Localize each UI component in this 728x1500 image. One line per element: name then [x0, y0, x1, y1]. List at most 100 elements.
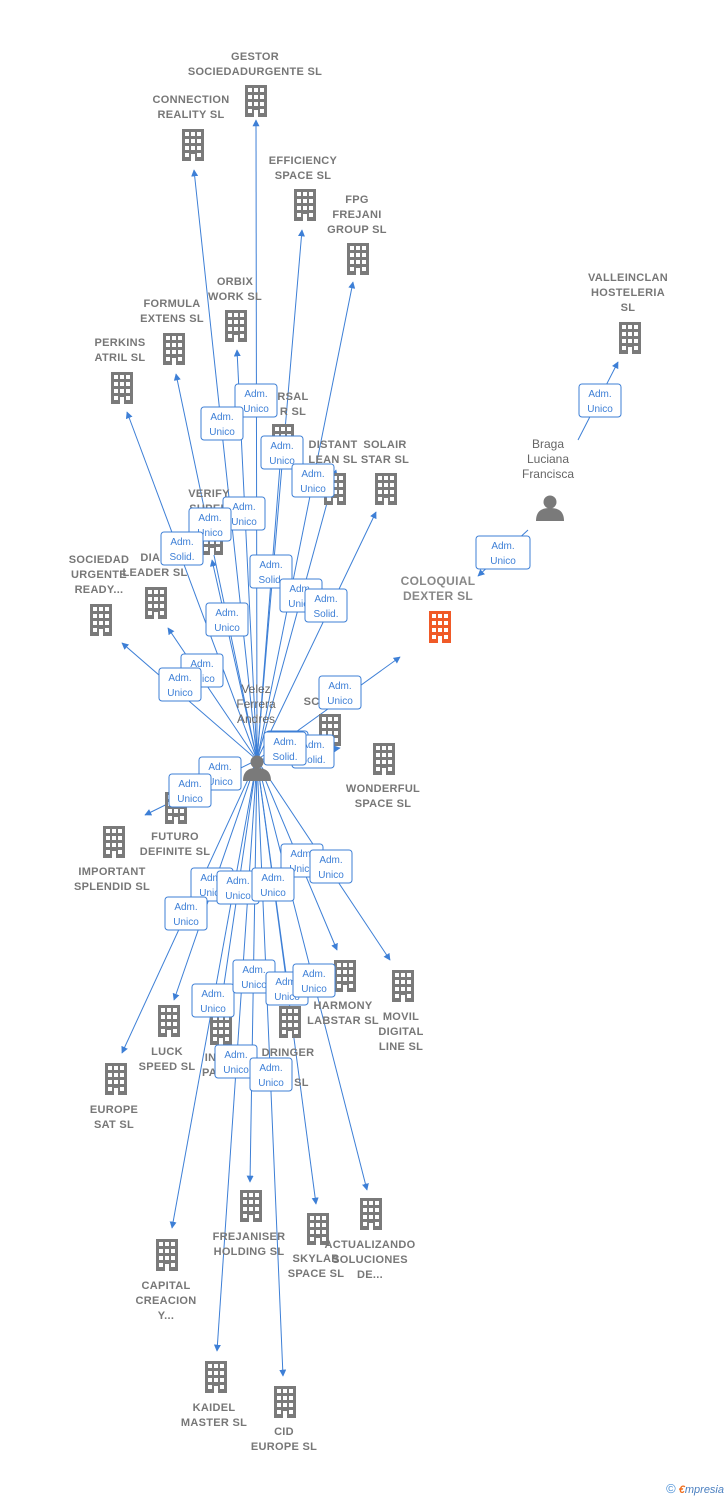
relation-text: Unico: [225, 891, 251, 902]
relation-badge[interactable]: Adm.Unico: [475, 535, 531, 570]
building-icon[interactable]: [225, 310, 247, 342]
relation-badge[interactable]: Adm.Unico: [205, 602, 249, 637]
relation-badge[interactable]: Adm.Unico: [168, 773, 212, 808]
building-icon[interactable]: [145, 587, 167, 619]
building-icon[interactable]: [90, 604, 112, 636]
company-label-line: FORMULA: [143, 298, 200, 310]
building-icon[interactable]: [279, 1006, 301, 1038]
building-icon[interactable]: [111, 372, 133, 404]
relation-badge[interactable]: Adm.Solid.: [304, 588, 348, 623]
relation-badge[interactable]: Adm.Unico: [234, 383, 278, 418]
building-icon[interactable]: [158, 1005, 180, 1037]
company-label-line: SPACE SL: [288, 1268, 345, 1280]
company-label-line: STAR SL: [361, 454, 409, 466]
building-icon[interactable]: [245, 85, 267, 117]
person-icon[interactable]: [536, 495, 564, 522]
company-label-line: CREACION: [135, 1295, 196, 1307]
relation-badge[interactable]: Adm.Unico: [292, 963, 336, 998]
company-label-line: HARMONY: [314, 1000, 373, 1012]
building-icon[interactable]: [103, 826, 125, 858]
company-label-line: SKYLAB: [292, 1253, 339, 1265]
relation-badge[interactable]: Adm.Unico: [200, 406, 244, 441]
relation-badge[interactable]: Adm.Unico: [249, 1057, 293, 1092]
building-icon[interactable]: [163, 333, 185, 365]
company-label-line: LEAN SL: [308, 454, 357, 466]
company-label-line: DIGITAL: [378, 1026, 423, 1038]
relation-text: Adm.: [491, 541, 514, 552]
building-icon[interactable]: [240, 1190, 262, 1222]
building-icon[interactable]: [360, 1198, 382, 1230]
relation-badge[interactable]: Adm.Unico: [158, 667, 202, 702]
person-label-line: Braga: [532, 437, 564, 451]
building-icon[interactable]: [347, 243, 369, 275]
edge-5: [173, 373, 258, 761]
building-icon[interactable]: [274, 1386, 296, 1418]
building-icon[interactable]: [334, 960, 356, 992]
relation-text: Solid.: [258, 575, 283, 586]
building-icon[interactable]: [375, 473, 397, 505]
building-icon[interactable]: [373, 743, 395, 775]
building-icon[interactable]: [619, 322, 641, 354]
relation-badge[interactable]: Adm.Solid.: [160, 531, 204, 566]
company-label-line: LUCK: [151, 1046, 183, 1058]
relation-badge[interactable]: Adm.Unico: [309, 849, 353, 884]
relation-badge[interactable]: Adm.Unico: [251, 867, 295, 902]
relation-badge[interactable]: Adm.Unico: [318, 675, 362, 710]
building-icon[interactable]: [392, 970, 414, 1002]
company-label-line: SL: [621, 302, 636, 314]
building-icon[interactable]: [205, 1361, 227, 1393]
relation-badge[interactable]: Adm.Unico: [260, 435, 304, 470]
relation-text: Adm.: [244, 389, 267, 400]
relation-text: Adm.: [200, 873, 223, 884]
building-icon[interactable]: [210, 1013, 232, 1045]
relation-text: Adm.: [170, 537, 193, 548]
relation-text: Adm.: [270, 441, 293, 452]
building-icon[interactable]: [182, 129, 204, 161]
relation-badge[interactable]: Adm.Unico: [291, 463, 335, 498]
copyright-footer: ©€mpresia: [666, 1481, 724, 1496]
building-icon[interactable]: [156, 1239, 178, 1271]
relation-badge[interactable]: Adm.Unico: [164, 896, 208, 931]
relation-badge[interactable]: Adm.Solid.: [263, 731, 307, 766]
building-icon[interactable]: [294, 189, 316, 221]
relation-badge[interactable]: Adm.Unico: [191, 983, 235, 1018]
relation-badge[interactable]: Adm.Unico: [578, 383, 622, 418]
company-label-skylab[interactable]: SKYLAB SPACE SL: [288, 1253, 345, 1280]
relation-text: Adm.: [588, 389, 611, 400]
relation-text: Adm.: [290, 849, 313, 860]
relation-text: Unico: [173, 917, 199, 928]
relation-text: Unico: [199, 888, 225, 899]
relation-text: Adm.: [319, 855, 342, 866]
company-label-line: ATRIL SL: [95, 352, 146, 364]
building-icon[interactable]: [429, 611, 451, 643]
edge-10: [209, 559, 258, 761]
building-icon[interactable]: [105, 1063, 127, 1095]
